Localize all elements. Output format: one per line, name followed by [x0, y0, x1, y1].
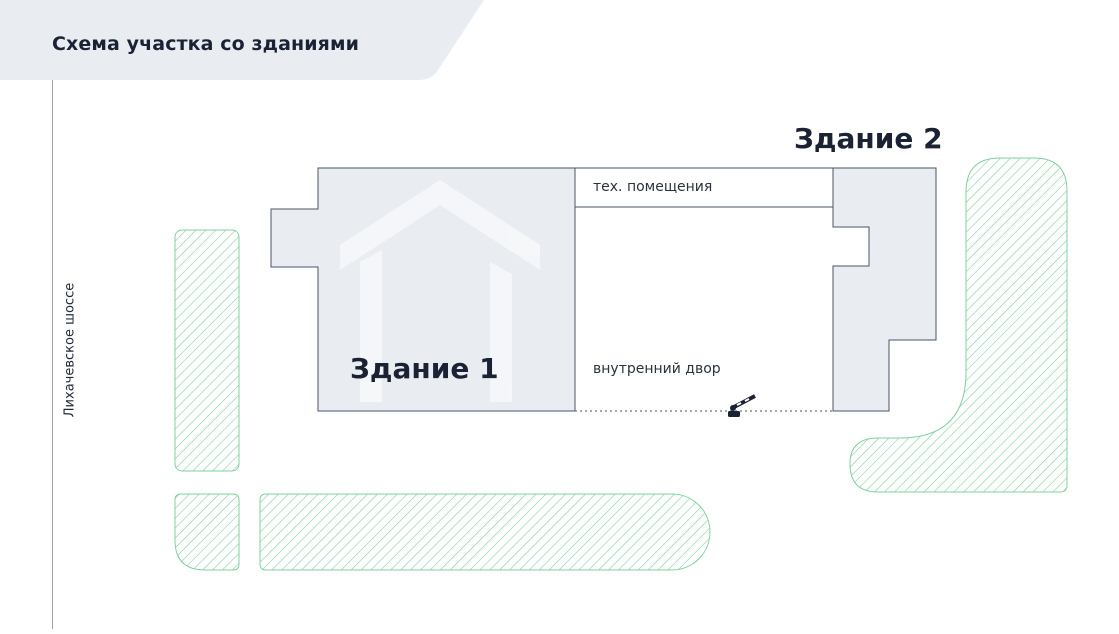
house-logo-watermark [340, 180, 540, 402]
green-zone-left-vertical [174, 229, 240, 472]
page-title: Схема участка со зданиями [52, 33, 360, 55]
building-2-label: Здание 2 [794, 122, 943, 155]
green-zone-bottom-long [259, 493, 711, 571]
road-label: Лихачевское шоссе [62, 282, 78, 418]
green-zone-bottom-left [174, 493, 240, 571]
courtyard-label: внутренний двор [593, 361, 721, 377]
barrier-gate-icon [728, 394, 756, 417]
tech-rooms-label: тех. помещения [593, 179, 713, 195]
building-1-label: Здание 1 [350, 352, 499, 385]
header-background [0, 0, 484, 80]
tech-rooms-block [574, 167, 834, 208]
building-2-shape [832, 167, 937, 412]
green-zone-right-l [849, 157, 1068, 493]
